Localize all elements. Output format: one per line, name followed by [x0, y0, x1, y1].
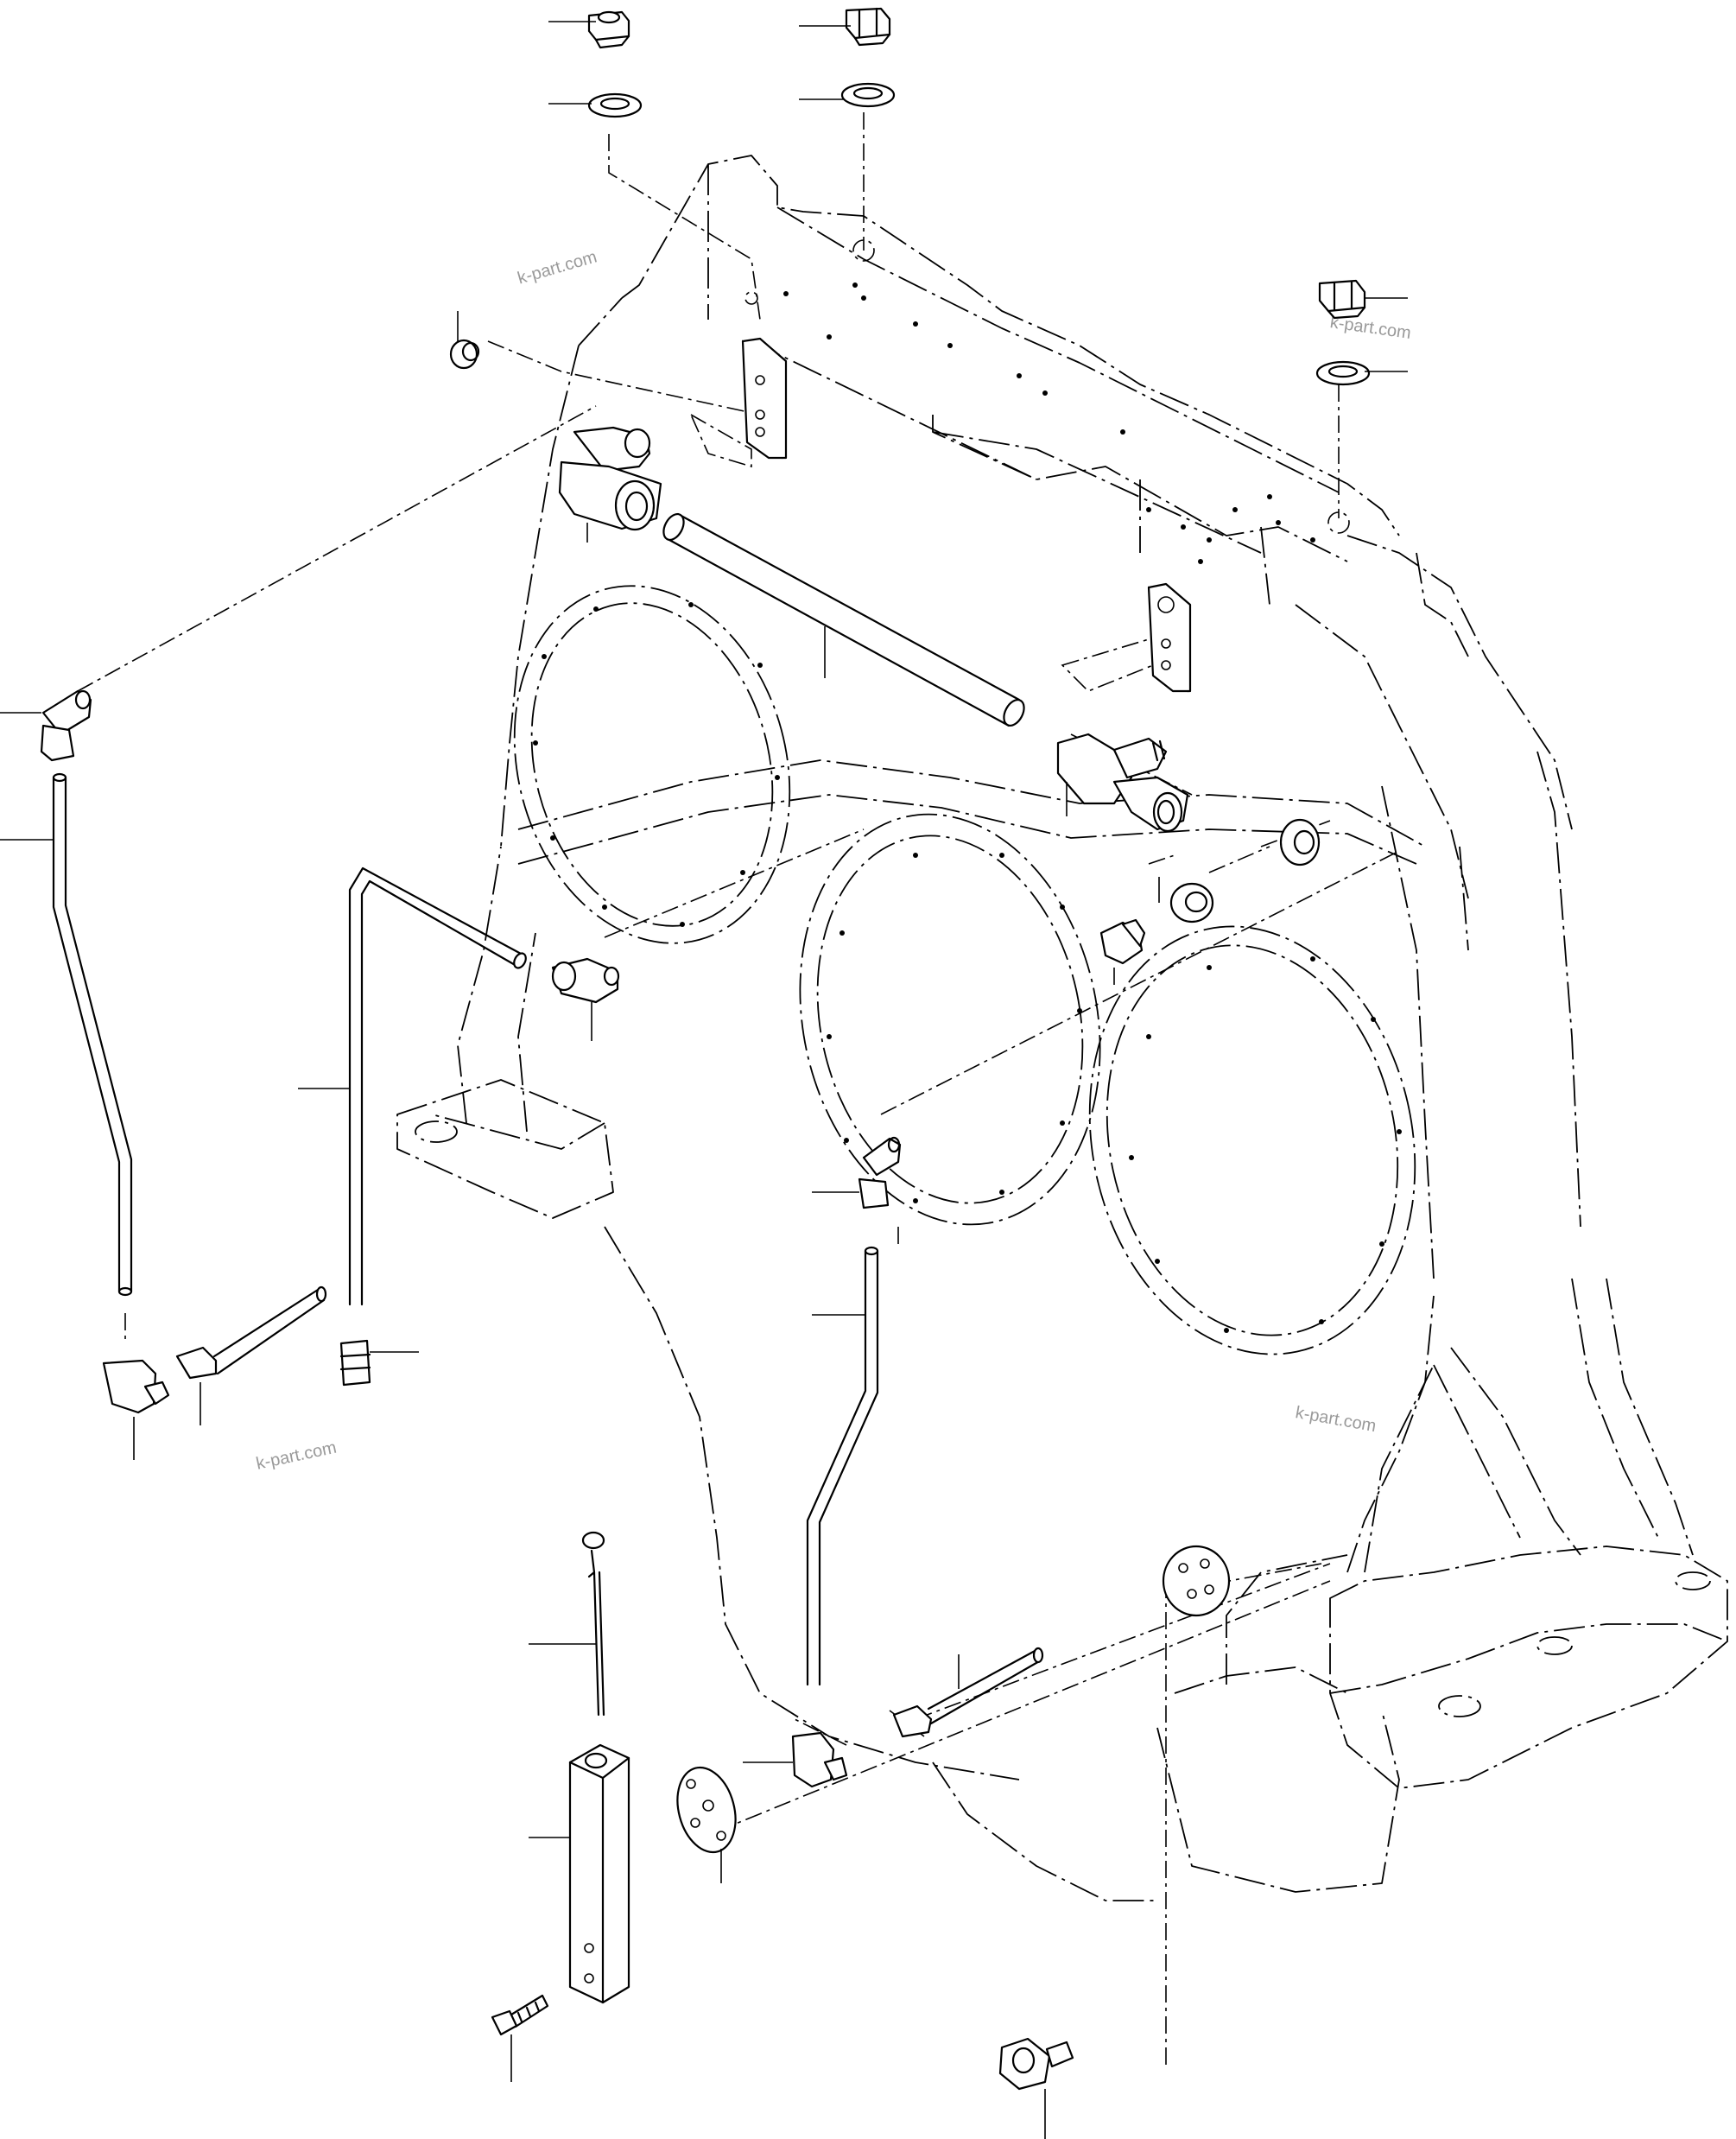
- plug-top-left: [587, 10, 630, 49]
- bearing-bore-right: [1088, 925, 1416, 1355]
- connector-center: [339, 1339, 371, 1387]
- dipstick-guide: [568, 1743, 630, 2004]
- washer-top-right: [1315, 360, 1371, 386]
- housing: [396, 155, 1728, 1901]
- tee-fitting: [1056, 733, 1189, 833]
- plug-right: [1099, 918, 1146, 965]
- washer-top-center: [840, 82, 896, 108]
- tube-left: [52, 772, 133, 1297]
- leader-lines: [0, 21, 1408, 2139]
- elbow-fitting-center: [551, 957, 620, 1004]
- elbow-fitting-left: [40, 689, 92, 762]
- gasket: [676, 1766, 737, 1854]
- bolt: [491, 1994, 549, 2036]
- tube-bent-center: [348, 866, 527, 1306]
- assembly-centerlines: [77, 112, 1400, 2065]
- mount-bracket-upper: [741, 337, 788, 460]
- hose-bottom: [892, 1647, 1044, 1738]
- bearing-bore-left: [513, 585, 791, 944]
- plug-top-center: [845, 7, 891, 47]
- tube-mid: [806, 1246, 879, 1686]
- tube-straight: [662, 512, 1025, 727]
- mount-bracket-lower: [1147, 582, 1192, 693]
- elbow-fitting-mid: [858, 1136, 902, 1209]
- elbow-fitting-lower-left: [102, 1359, 170, 1414]
- cover-plate: [1279, 818, 1321, 866]
- elbow-fitting-upper: [558, 426, 662, 531]
- cover-plate-round: [1162, 1545, 1231, 1617]
- elbow-fitting-bottom: [791, 1731, 848, 1788]
- hose-lower-left: [175, 1285, 327, 1380]
- bearing-bore-center: [799, 813, 1101, 1226]
- plug-top-right: [1318, 279, 1366, 320]
- drain-plug: [998, 2037, 1074, 2091]
- washer-top-left: [587, 92, 643, 118]
- dipstick: [581, 1531, 605, 1717]
- washer-right: [1169, 882, 1214, 924]
- small-plug-left: [449, 339, 480, 370]
